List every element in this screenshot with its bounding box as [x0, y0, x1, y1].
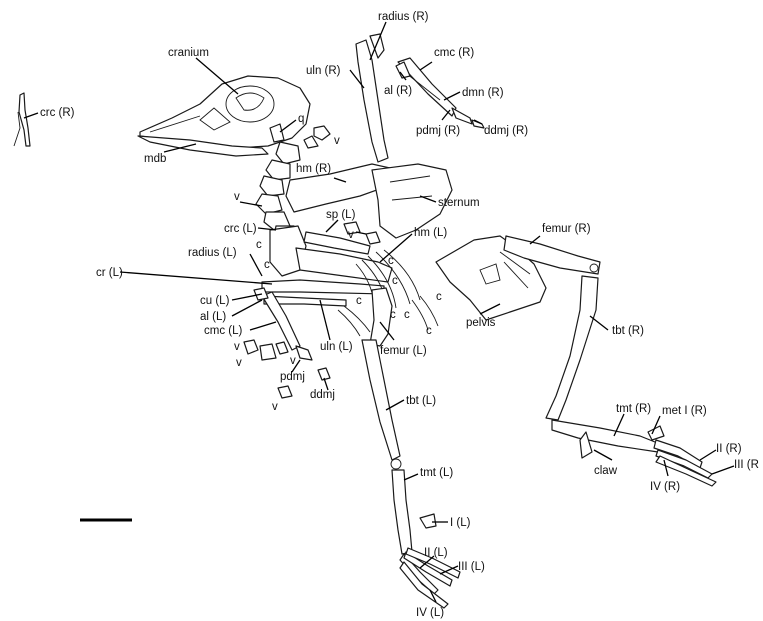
label-c8: c	[404, 309, 410, 321]
label-ddmj: ddmj	[310, 389, 335, 401]
tarsometatarsus-right	[552, 420, 660, 452]
label-cranium: cranium	[168, 47, 209, 59]
label-q: q	[298, 113, 304, 125]
label-uln-l: uln (L)	[320, 341, 353, 353]
label-ii-l: II (L)	[424, 547, 448, 559]
label-c9: c	[426, 325, 432, 337]
label-v-w2: v	[236, 357, 242, 369]
label-dmn-r: dmn (R)	[462, 87, 504, 99]
label-v-neck: v	[234, 191, 240, 203]
tarsometatarsus-left	[392, 470, 412, 554]
label-tmt-r: tmt (R)	[616, 403, 651, 415]
label-ii-r: II (R)	[716, 443, 742, 455]
label-tbt-l: tbt (L)	[406, 395, 436, 407]
label-c6: c	[356, 295, 362, 307]
skull	[140, 76, 310, 148]
label-sternum: sternum	[438, 197, 480, 209]
label-pdmj: pdmj	[280, 371, 305, 383]
label-sp-l: sp (L)	[326, 209, 356, 221]
label-v-w4: v	[272, 401, 278, 413]
label-v-w3: v	[290, 355, 296, 367]
label-met-i-r: met I (R)	[662, 405, 707, 417]
label-hm-l: hm (L)	[414, 227, 447, 239]
label-cr-l: cr (L)	[96, 267, 123, 279]
label-crc-l: crc (L)	[224, 223, 257, 235]
label-al-r: al (R)	[384, 85, 412, 97]
label-c2: c	[264, 259, 270, 271]
label-cmc-l: cmc (L)	[204, 325, 243, 337]
label-iii-l: III (L)	[458, 561, 485, 573]
label-iii-r: III (R	[734, 459, 759, 471]
label-pelvis: pelvis	[466, 317, 496, 329]
label-v-top: v	[334, 135, 340, 147]
label-c4: c	[392, 275, 398, 287]
label-ddmj-r: ddmj (R)	[484, 125, 528, 137]
label-c7: c	[390, 309, 396, 321]
label-crc-r: crc (R)	[40, 107, 75, 119]
femur-left	[370, 288, 392, 346]
tibiotarsus-left	[362, 340, 400, 460]
label-c5: c	[436, 291, 442, 303]
radius-left	[262, 280, 384, 294]
label-iv-l: IV (L)	[416, 607, 444, 619]
label-claw: claw	[594, 465, 618, 477]
label-pdmj-r: pdmj (R)	[416, 125, 460, 137]
label-tbt-r: tbt (R)	[612, 325, 644, 337]
label-mdb: mdb	[144, 153, 166, 165]
label-cmc-r: cmc (R)	[434, 47, 474, 59]
label-c3: c	[388, 255, 394, 267]
ulna-right	[356, 40, 388, 162]
coracoid-right	[19, 93, 30, 146]
label-uln-r: uln (R)	[306, 65, 341, 77]
label-tmt-l: tmt (L)	[420, 467, 453, 479]
label-iv-r: IV (R)	[650, 481, 680, 493]
tibiotarsus-right	[546, 276, 598, 420]
label-al-l: al (L)	[200, 311, 226, 323]
label-radius-l: radius (L)	[188, 247, 237, 259]
label-radius-r: radius (R)	[378, 11, 429, 23]
label-femur-l: femur (L)	[380, 345, 427, 357]
label-c1: c	[256, 239, 262, 251]
label-v-w1: v	[234, 341, 240, 353]
label-cu-l: cu (L)	[200, 295, 230, 307]
label-i-l: I (L)	[450, 517, 471, 529]
label-femur-r: femur (R)	[542, 223, 591, 235]
label-hm-r: hm (R)	[296, 163, 331, 175]
bones	[14, 34, 716, 608]
label-v-sp: v	[348, 229, 354, 241]
